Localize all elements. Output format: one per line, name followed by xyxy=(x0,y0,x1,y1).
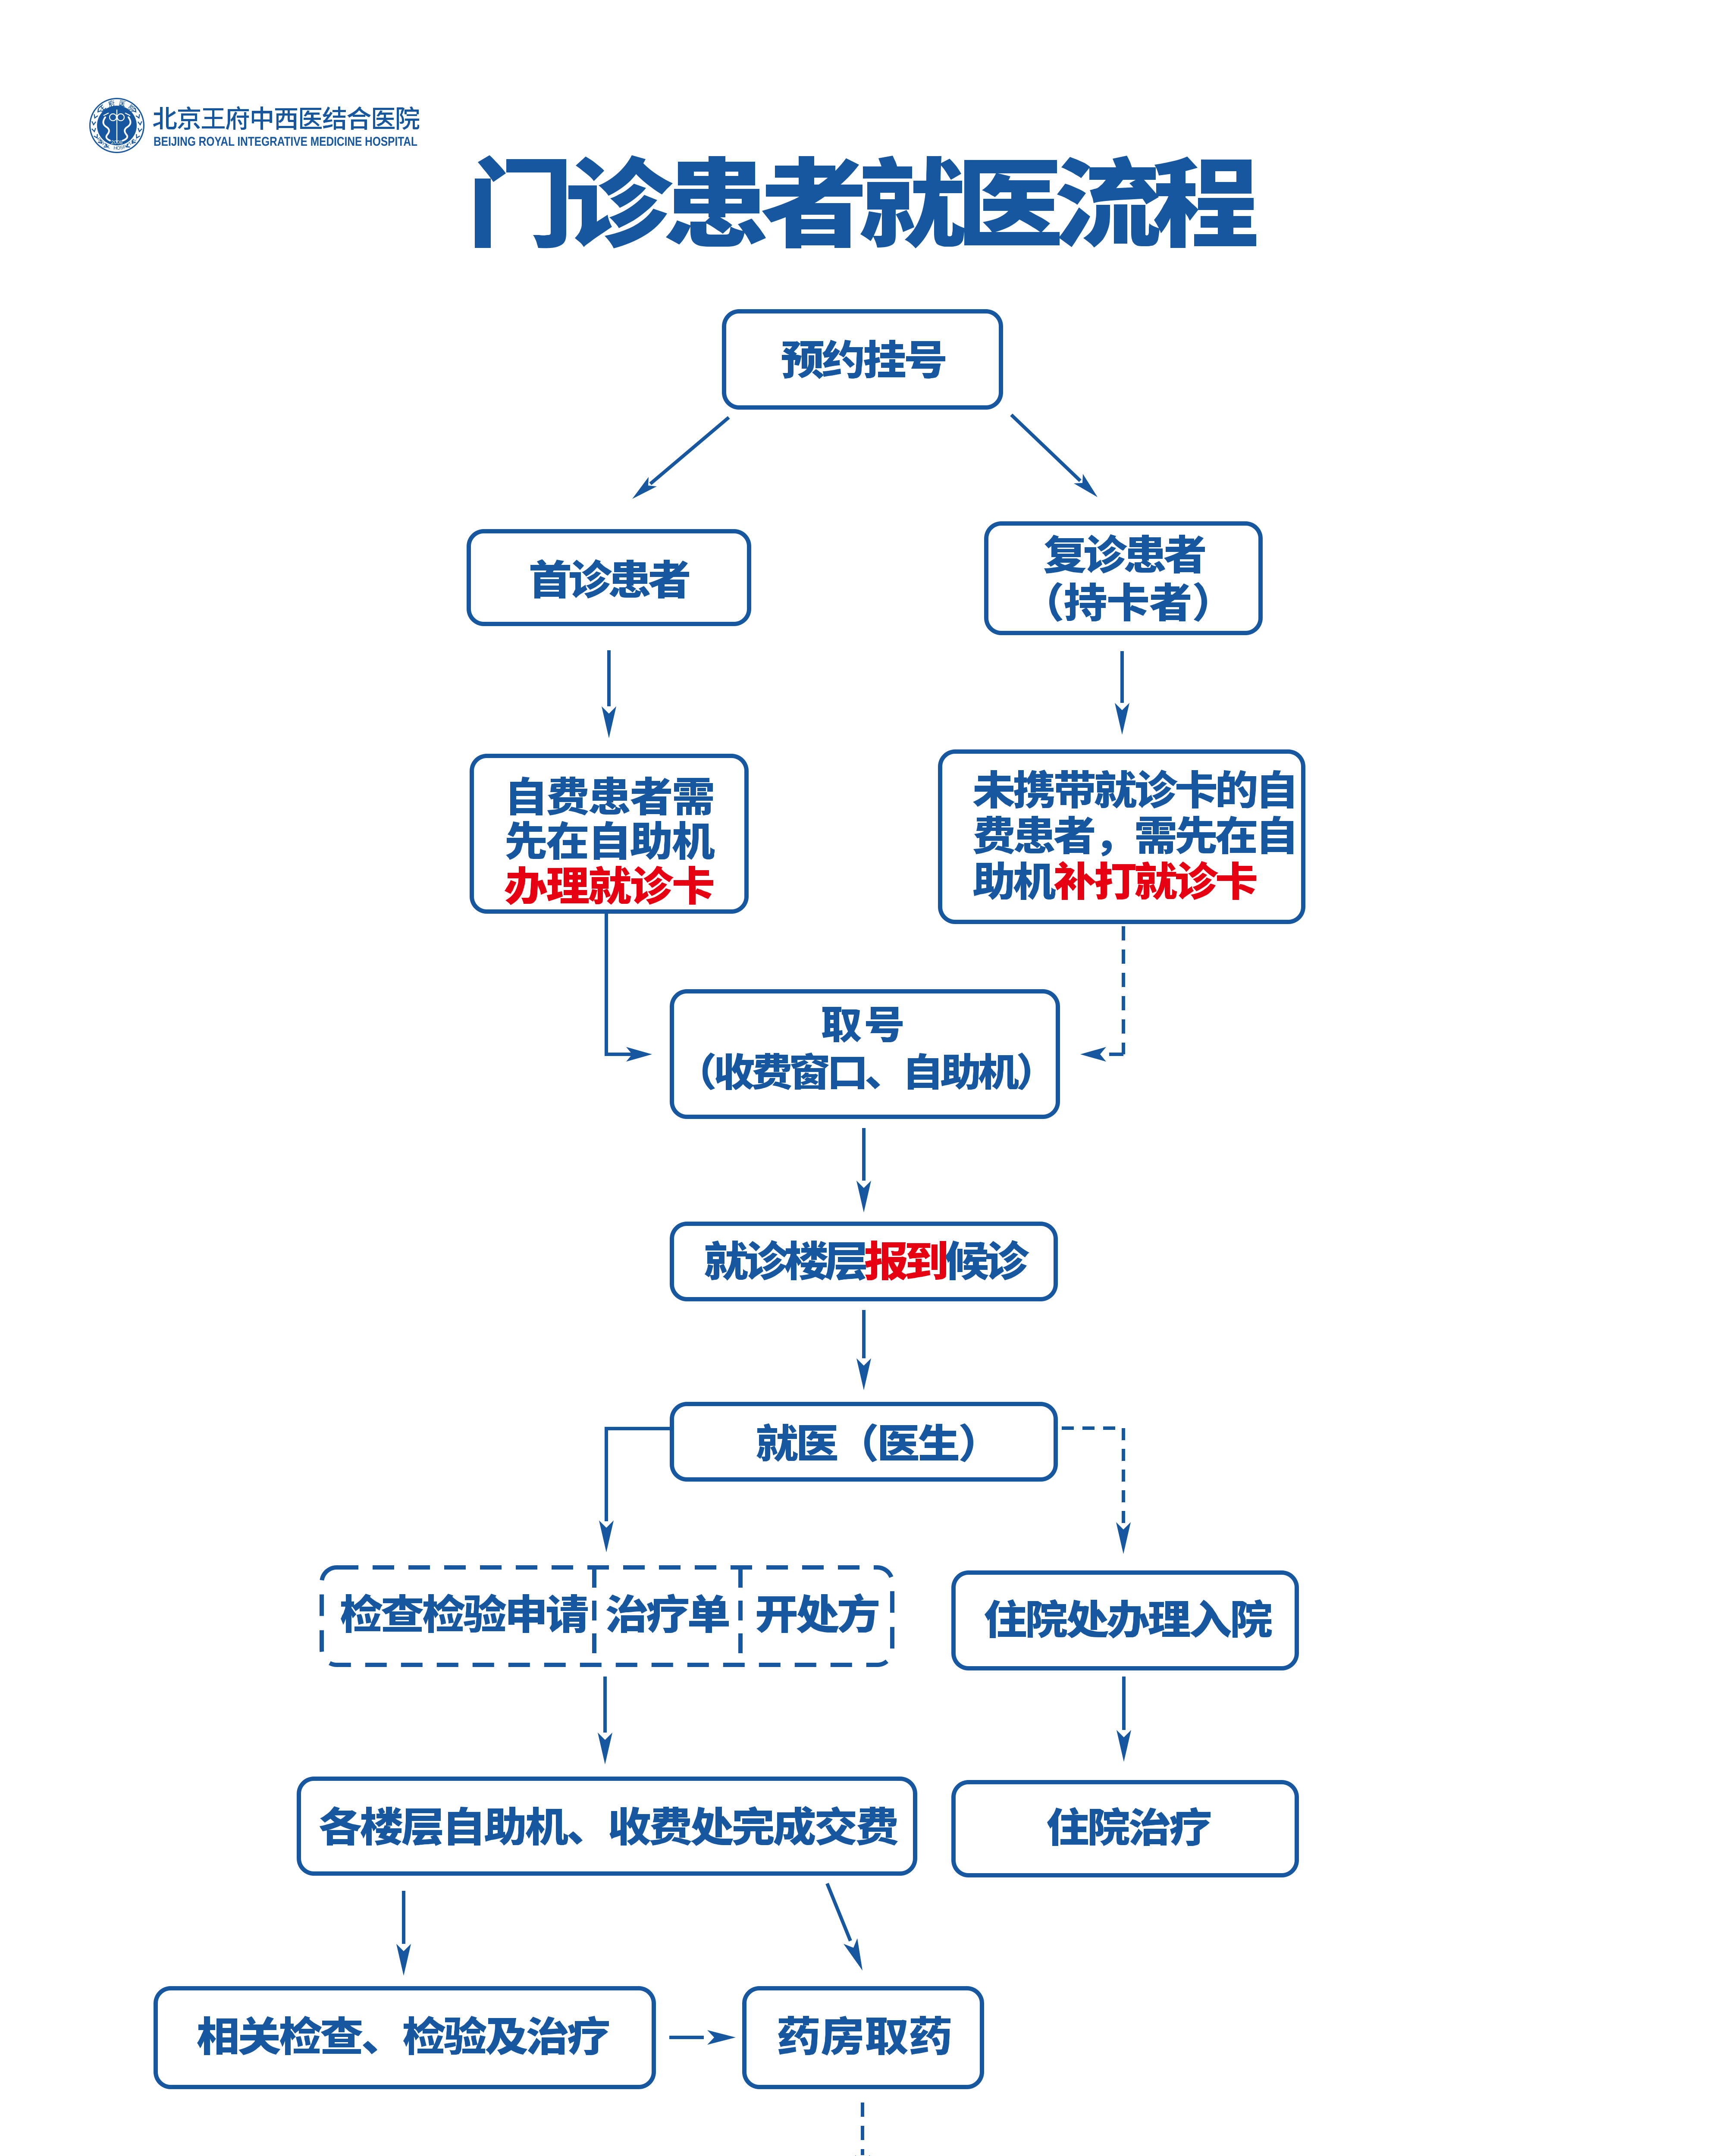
svg-text:S: S xyxy=(119,145,124,150)
svg-text:H: H xyxy=(113,146,117,151)
svg-text:O: O xyxy=(116,146,121,151)
svg-text:BEIJING ROYAL INTEGRATIVE MEDI: BEIJING ROYAL INTEGRATIVE MEDICINE HOSPI… xyxy=(154,135,417,149)
svg-text:2008: 2008 xyxy=(111,139,123,145)
svg-text:I: I xyxy=(126,143,129,148)
svg-text:L: L xyxy=(107,144,111,150)
svg-text:P: P xyxy=(122,144,127,150)
